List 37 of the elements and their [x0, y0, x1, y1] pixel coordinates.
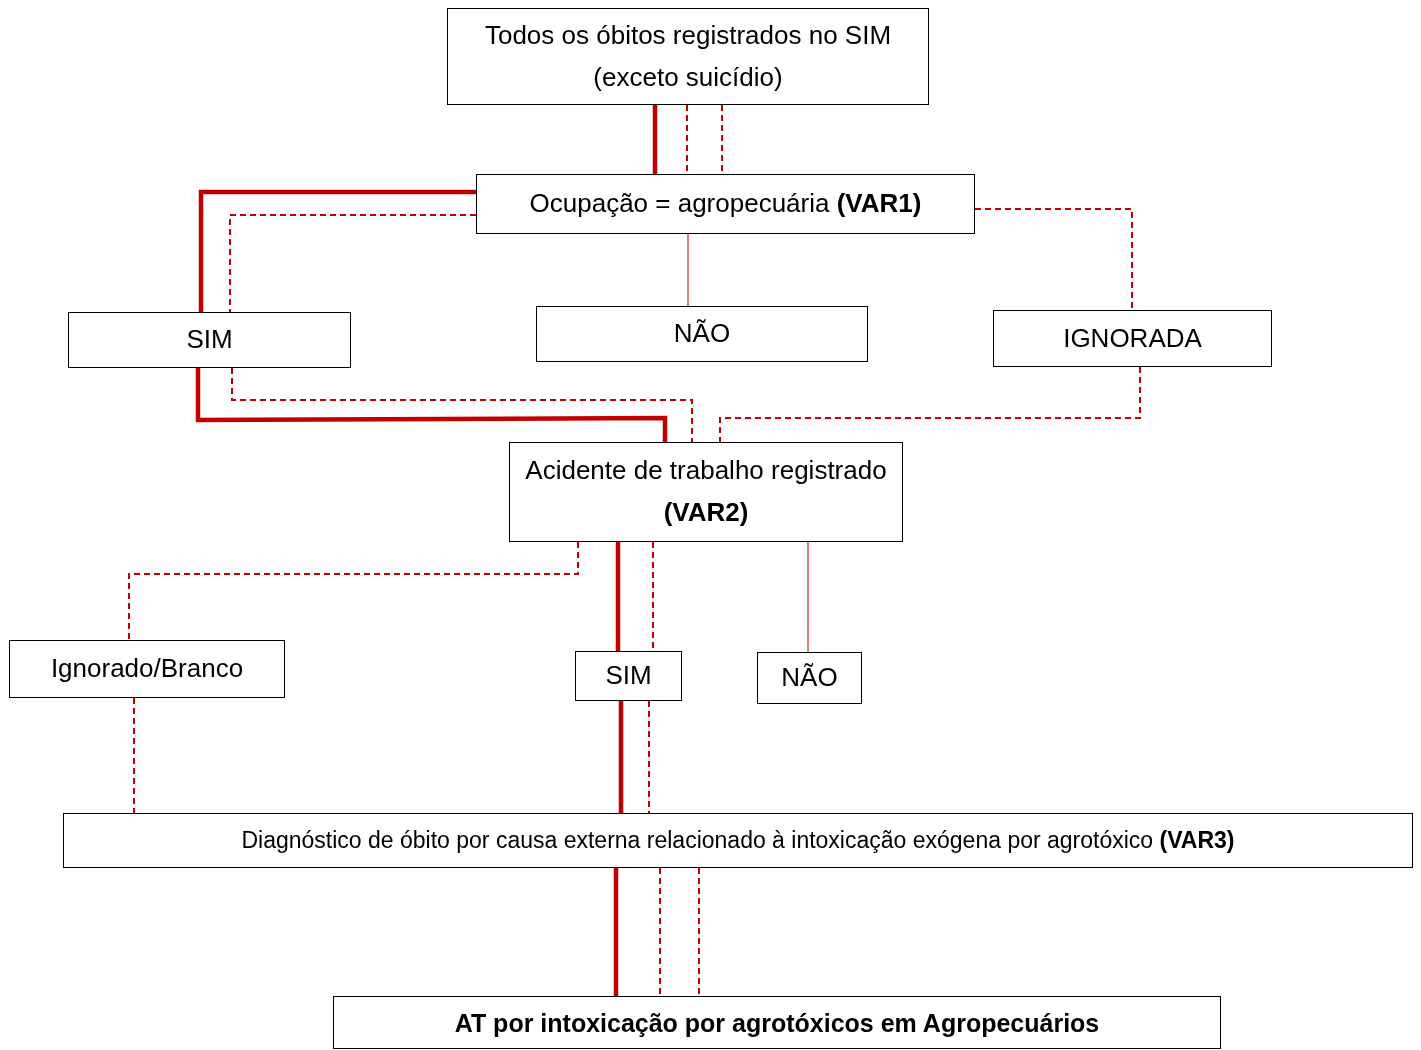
process-box: [536, 306, 868, 362]
process-box: [757, 652, 862, 704]
process-box: [9, 640, 285, 698]
connector-line: [652, 105, 658, 174]
process-box: [575, 651, 682, 701]
connector-line: [648, 700, 650, 814]
box-text: NÃO: [781, 661, 838, 695]
connector-line: [613, 868, 619, 996]
connector-line: [807, 541, 809, 653]
connector-line: [618, 701, 624, 813]
box-text: NÃO: [673, 317, 731, 351]
process-box: [476, 174, 975, 234]
box-text: Diagnóstico de óbito por causa externa relacionado à intoxicação exógena por agrotóxico (VAR3): [241, 826, 1235, 856]
connector-line: [659, 867, 661, 997]
process-box: [68, 312, 351, 368]
box-text: AT por intoxicação por agrotóxicos em Agropecuários: [454, 1007, 1100, 1039]
process-box: [333, 996, 1221, 1049]
box-text: SIM: [605, 659, 652, 693]
box-text: Acidente de trabalho registrado (VAR2): [524, 454, 888, 529]
box-text: Ignorado/Branco: [50, 652, 244, 686]
connector-line: [198, 189, 476, 312]
connector-line: [615, 542, 621, 651]
process-box: [509, 442, 903, 542]
box-text: Ocupação = agropecuária (VAR1): [529, 187, 922, 221]
process-box: [993, 310, 1272, 367]
box-text: SIM: [186, 323, 233, 357]
connector-line: [687, 233, 689, 307]
connector-line: [229, 214, 477, 313]
connector-line: [974, 208, 1133, 311]
connector-line: [719, 366, 1141, 443]
connector-line: [128, 541, 579, 641]
connector-line: [133, 697, 135, 814]
box-text: IGNORADA: [1063, 321, 1202, 355]
box-text: Todos os óbitos registrados no SIM (exceto suicídio): [483, 18, 893, 94]
connector-line: [698, 867, 700, 997]
process-box: [63, 813, 1413, 868]
process-box: [447, 8, 929, 105]
